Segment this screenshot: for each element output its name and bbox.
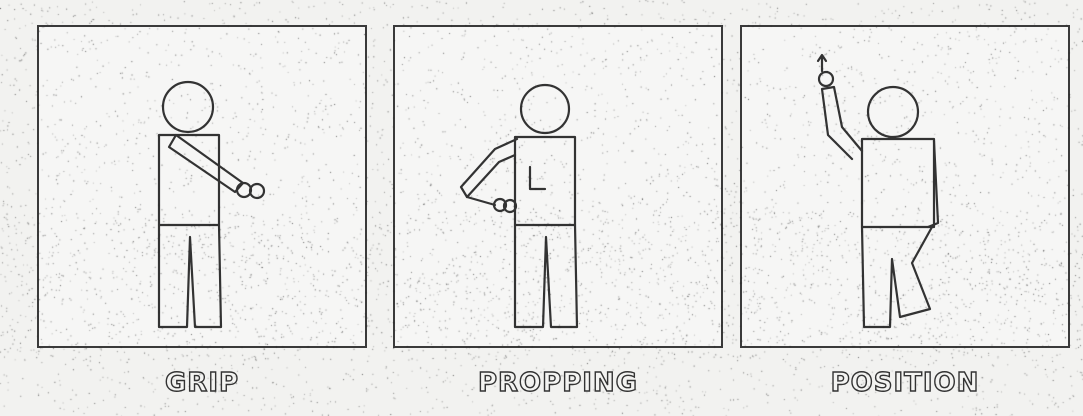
caption-propping: PROPPING (393, 368, 723, 404)
figure-arm-bent (461, 139, 517, 197)
figure-legs (515, 225, 577, 327)
figure-legs-stepping (862, 227, 932, 327)
figure-head (163, 82, 213, 132)
grip-figure-icon (39, 27, 365, 346)
figure-arm (169, 135, 243, 192)
figure-raised-arm (822, 87, 862, 159)
propping-figure-icon (395, 27, 721, 346)
figure-torso (862, 139, 934, 227)
figure-hand-left (237, 183, 251, 197)
figure-raised-hand (819, 72, 833, 86)
figure-torso (159, 135, 219, 225)
figure-torso (515, 137, 575, 225)
panel-propping (393, 25, 723, 348)
figure-head (868, 87, 918, 137)
figure-legs (159, 225, 221, 327)
figure-head (521, 85, 569, 133)
panel-position (740, 25, 1070, 348)
caption-grip: GRIP (37, 368, 367, 404)
position-figure-icon (742, 27, 1068, 346)
panel-grip (37, 25, 367, 348)
figure-pointer (818, 55, 826, 71)
figure-hand-right (250, 184, 264, 198)
figure-inner-arm (530, 167, 545, 189)
figure-forearm (467, 197, 495, 205)
caption-position: POSITION (740, 368, 1070, 404)
